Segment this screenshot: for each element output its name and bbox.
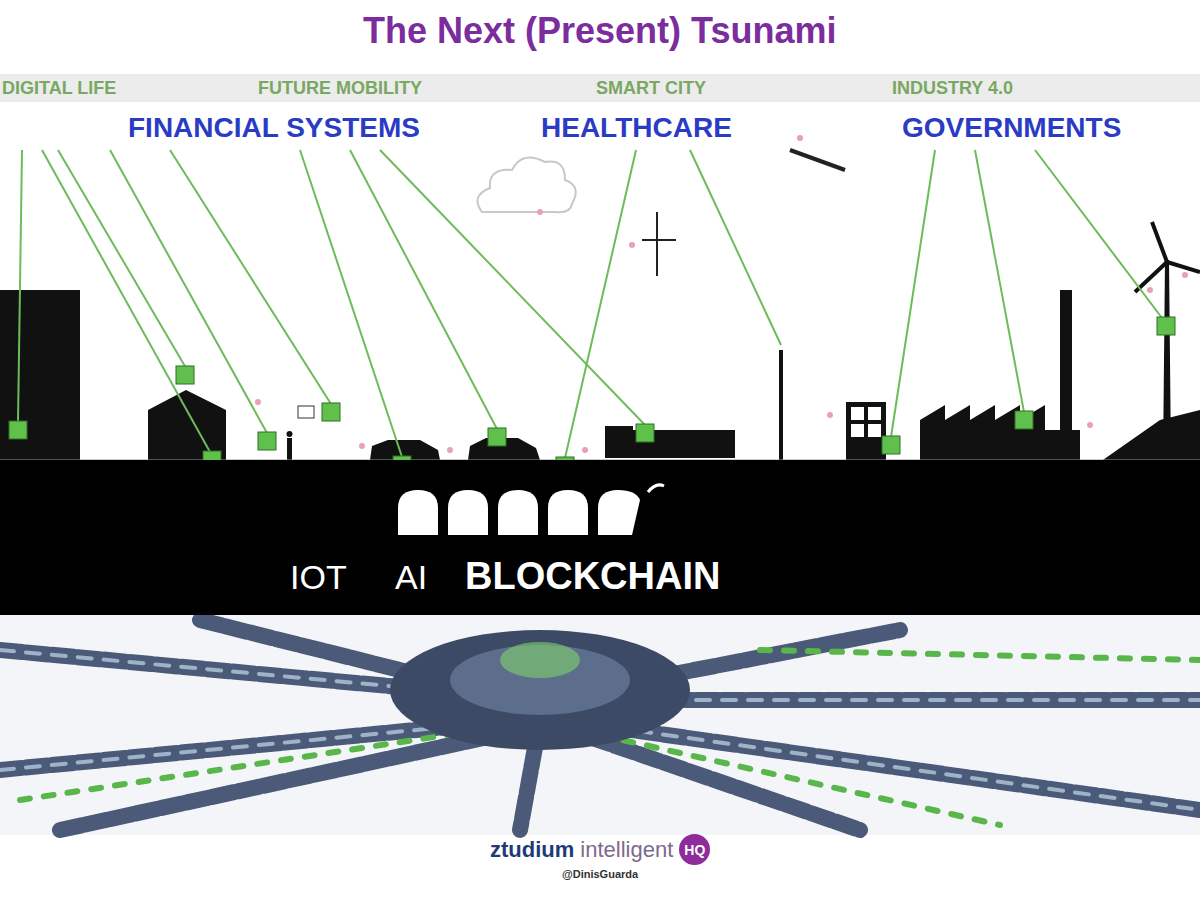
logo-text: @DinisGuarda bbox=[562, 868, 638, 880]
header-strip bbox=[0, 74, 1200, 102]
signal-dots bbox=[255, 135, 1188, 453]
drone bbox=[642, 212, 676, 276]
domain-label: FINANCIAL SYSTEMS bbox=[128, 112, 420, 144]
hq-text: HQ bbox=[684, 842, 705, 858]
technology-name: AI bbox=[395, 558, 427, 597]
technology-band: IOT AI BLOCKCHAIN bbox=[0, 460, 1200, 615]
technology-name: BLOCKCHAIN bbox=[465, 555, 720, 598]
turbine-blades bbox=[1135, 222, 1200, 292]
sector-label: INDUSTRY 4.0 bbox=[892, 78, 1013, 99]
domain-label: GOVERNMENTS bbox=[902, 112, 1121, 144]
diagram-title: The Next (Present) Tsunami bbox=[363, 10, 836, 52]
cloud bbox=[478, 158, 576, 213]
technology-name: IOT bbox=[290, 558, 347, 597]
city-silhouette bbox=[0, 260, 1200, 462]
chain-hub bbox=[390, 630, 690, 750]
plane bbox=[790, 150, 845, 170]
sector-label: FUTURE MOBILITY bbox=[258, 78, 422, 99]
leader-lines bbox=[18, 150, 1162, 458]
logo-text: ztudium bbox=[490, 837, 574, 863]
domain-label: HEALTHCARE bbox=[541, 112, 732, 144]
sector-label: SMART CITY bbox=[596, 78, 706, 99]
hq-badge: HQ bbox=[679, 834, 710, 865]
screen-icon bbox=[298, 406, 314, 418]
chain-ground bbox=[0, 615, 1200, 835]
logo-row: ztudiumintelligent HQ bbox=[490, 834, 710, 865]
logo-text: intelligent bbox=[580, 837, 673, 863]
window-grid bbox=[851, 407, 881, 437]
chain-network bbox=[0, 620, 1200, 830]
chain-hub-light bbox=[500, 642, 580, 678]
sensor-squares bbox=[9, 317, 1175, 475]
sector-label: DIGITAL LIFE bbox=[2, 78, 116, 99]
